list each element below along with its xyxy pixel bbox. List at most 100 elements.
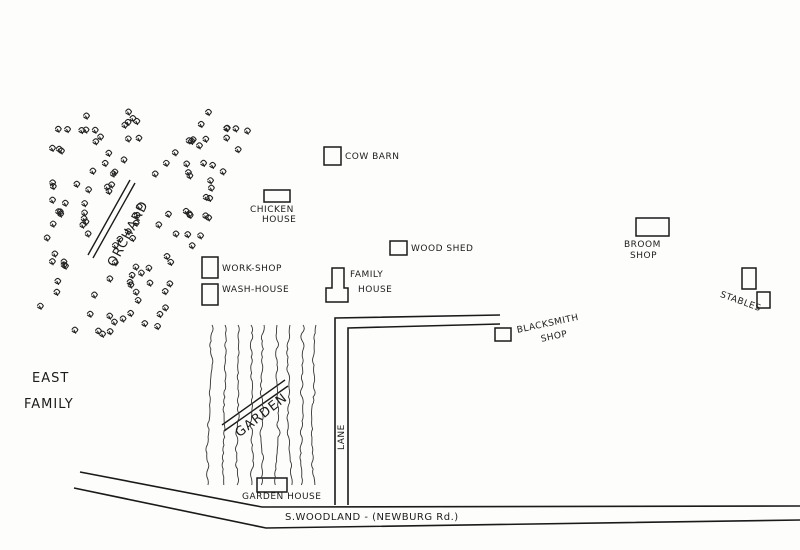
tree-mark [54, 125, 62, 134]
tree-mark [49, 220, 57, 228]
chicken-house-label-1: CHICKEN [250, 205, 294, 215]
garden-rows [205, 324, 317, 486]
orchard-underline [87, 179, 136, 259]
lane-right-edge [347, 323, 501, 505]
tree-mark [126, 278, 134, 287]
tree-mark [132, 219, 140, 228]
tree-mark [92, 138, 100, 146]
tree-mark [132, 263, 140, 271]
tree-mark [54, 277, 62, 286]
garden-row [205, 324, 214, 486]
tree-mark [166, 280, 174, 288]
tree-mark [109, 170, 117, 178]
wash-house-label: WASH-HOUSE [222, 285, 290, 295]
tree-mark [156, 310, 164, 319]
east-family-label-1: EAST [32, 371, 70, 386]
tree-mark [103, 183, 111, 191]
tree-mark [146, 279, 154, 287]
tree-mark [161, 288, 169, 296]
tree-mark [185, 137, 193, 145]
tree-mark [197, 120, 205, 129]
tree-mark [82, 218, 90, 226]
tree-mark [197, 232, 205, 240]
chicken-house-building [263, 189, 291, 203]
tree-mark [81, 200, 89, 208]
tree-mark [48, 144, 56, 153]
garden-row [259, 324, 265, 486]
tree-mark [116, 235, 124, 244]
wood-shed-building [389, 240, 408, 256]
tree-mark [204, 108, 213, 117]
tree-mark [119, 315, 127, 323]
tree-mark [185, 210, 193, 218]
tree-mark [205, 214, 213, 222]
tree-mark [207, 184, 215, 192]
lane-label: LANE [337, 424, 347, 450]
tree-mark [145, 264, 153, 273]
garden-row [310, 324, 317, 486]
tree-mark [97, 133, 105, 141]
lane-left-edge [334, 314, 501, 505]
tree-mark [155, 221, 163, 229]
tree-mark [209, 161, 217, 170]
family-house-label-2: HOUSE [358, 285, 393, 295]
tree-mark [163, 253, 171, 261]
tree-mark [82, 112, 91, 120]
tree-mark [223, 124, 231, 132]
tree-mark [110, 318, 118, 326]
tree-mark [106, 328, 114, 336]
broom-shop-label-1: BROOM [624, 240, 661, 250]
tree-mark [49, 179, 57, 187]
tree-mark [172, 230, 180, 238]
stables-building-1 [741, 267, 757, 290]
tree-mark [129, 115, 137, 123]
garden-row [274, 324, 281, 486]
tree-mark [124, 228, 132, 236]
tree-mark [232, 125, 240, 133]
tree-mark [195, 142, 204, 150]
tree-mark [128, 271, 136, 280]
tree-mark [91, 126, 99, 135]
orchard-trees [36, 108, 252, 338]
tree-mark [85, 186, 93, 194]
tree-mark [106, 275, 114, 283]
cow-barn-building [323, 146, 342, 166]
garden-row [235, 324, 240, 486]
tree-mark [124, 135, 132, 143]
work-shop-building [201, 256, 219, 279]
work-shop-label: WORK-SHOP [222, 264, 282, 274]
tree-mark [53, 288, 61, 297]
tree-mark [101, 159, 109, 168]
tree-mark [120, 156, 128, 164]
road-bottom-edge [73, 487, 800, 529]
tree-mark [234, 146, 242, 154]
tree-mark [206, 177, 215, 185]
tree-mark [184, 169, 192, 177]
stables-building-2 [756, 291, 771, 309]
tree-mark [125, 108, 133, 116]
tree-mark [167, 258, 175, 267]
tree-mark [61, 262, 69, 270]
garden-row [299, 324, 305, 486]
family-house-building [325, 267, 349, 303]
tree-mark [183, 160, 191, 168]
roads [73, 314, 800, 529]
tree-mark [129, 234, 137, 243]
family-house-label-1: FAMILY [350, 270, 384, 280]
tree-mark [49, 196, 57, 204]
wash-house-building [201, 283, 219, 306]
tree-mark [84, 230, 92, 238]
garden-row [249, 324, 255, 486]
tree-mark [82, 126, 90, 134]
garden-row [221, 324, 227, 486]
tree-mark [164, 210, 173, 219]
tree-mark [184, 231, 192, 239]
tree-mark [55, 145, 63, 154]
buildings [201, 146, 771, 493]
wood-shed-label: WOOD SHED [411, 244, 474, 254]
tree-mark [151, 170, 159, 178]
tree-mark [171, 149, 179, 157]
tree-mark [51, 250, 59, 258]
